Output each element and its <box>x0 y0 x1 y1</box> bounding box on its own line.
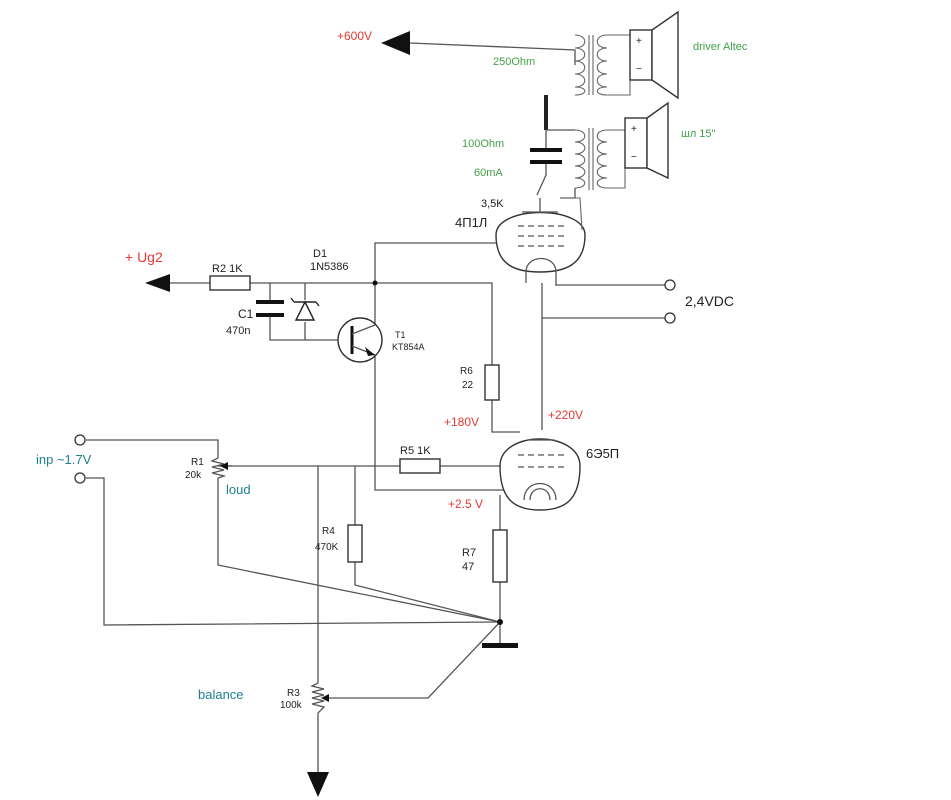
ground-node <box>497 619 503 625</box>
label-v220: +220V <box>548 408 583 422</box>
label-c1: C1 <box>238 307 254 321</box>
ground-bar <box>482 643 518 648</box>
label-r6-val: 22 <box>462 380 474 391</box>
label-r3: R3 <box>287 688 300 699</box>
label-b-plus: +600V <box>337 29 372 43</box>
output-transformer-bottom <box>574 128 626 190</box>
input-terminal-1 <box>74 434 86 446</box>
label-r1: R1 <box>191 457 204 468</box>
resistor-r4 <box>347 524 363 563</box>
label-r2: R2 1K <box>212 263 243 275</box>
label-r7: R7 <box>462 547 476 559</box>
label-tr-bot-imp: 100Ohm <box>462 138 504 150</box>
label-r4: R4 <box>322 526 335 537</box>
label-r6: R6 <box>460 366 473 377</box>
label-t1: T1 <box>395 330 406 340</box>
output-tube <box>495 197 586 285</box>
label-d1-type: 1N5386 <box>310 261 349 273</box>
speaker-bottom: + − <box>624 101 669 180</box>
transistor-t1 <box>337 317 383 363</box>
label-ug2: + Ug2 <box>125 249 163 265</box>
series-capacitor <box>530 148 562 164</box>
label-speaker-bot: шл 15" <box>681 128 716 140</box>
speaker-bottom-minus: − <box>631 152 637 163</box>
input-terminal-2 <box>74 472 86 484</box>
label-balance: balance <box>198 687 244 702</box>
wires <box>86 42 665 778</box>
label-primary-imp: 3,5K <box>481 198 504 210</box>
label-r7-val: 47 <box>462 561 474 573</box>
potentiometer-r1 <box>210 457 232 479</box>
b-plus-arrow <box>381 31 410 55</box>
label-r3-val: 100k <box>280 700 303 711</box>
diode-d1 <box>290 297 320 321</box>
label-r4-val: 470K <box>315 542 339 553</box>
speaker-top-plus: + <box>636 36 642 47</box>
junction-node <box>372 280 378 286</box>
label-loud: loud <box>226 482 251 497</box>
ug2-arrow <box>145 274 170 292</box>
speaker-top: + − <box>629 10 679 100</box>
potentiometer-r3 <box>310 682 329 714</box>
label-input: inp ~1.7V <box>36 452 92 467</box>
resistor-r7 <box>492 529 508 583</box>
label-c1-val: 470n <box>226 325 250 337</box>
label-r1-val: 20k <box>185 470 202 481</box>
label-d1: D1 <box>313 248 327 260</box>
resistor-r2 <box>209 275 251 291</box>
capacitor-c1 <box>256 300 284 317</box>
label-tr-bot-cur: 60mA <box>474 167 503 179</box>
label-v180: +180V <box>444 415 479 429</box>
filament-terminal-2 <box>664 312 676 324</box>
label-speaker-top: driver Altec <box>693 41 748 53</box>
filament-terminal-1 <box>664 279 676 291</box>
label-tr-top-imp: 250Ohm <box>493 56 535 68</box>
output-transformer-top <box>574 34 631 96</box>
driver-tube <box>499 438 581 511</box>
label-r5: R5 1K <box>400 445 431 457</box>
label-v25: +2.5 V <box>448 497 483 511</box>
speaker-top-minus: − <box>636 64 642 75</box>
label-tube-drv: 6Э5П <box>586 446 619 461</box>
ground-arrow <box>307 772 329 797</box>
resistor-r5 <box>399 458 441 474</box>
label-tube-out: 4П1Л <box>455 215 487 230</box>
label-filament: 2,4VDC <box>685 293 734 309</box>
resistor-r6 <box>484 364 500 401</box>
label-t1-type: KT854A <box>392 342 425 352</box>
speaker-bottom-plus: + <box>631 124 637 135</box>
